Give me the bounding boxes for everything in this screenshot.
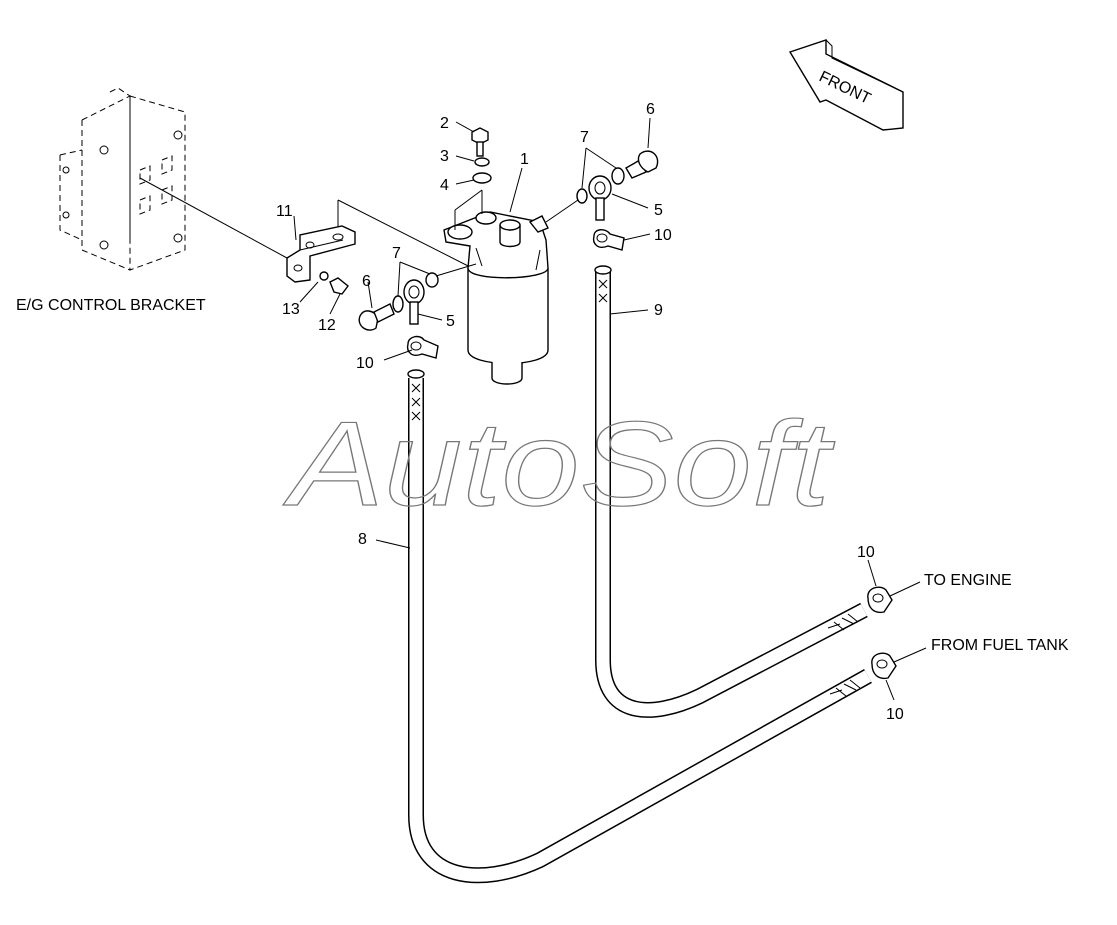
small-washer [474,157,490,167]
part-label-3: 3 [440,148,449,165]
right-oring-1 [576,188,588,204]
left-oring-2 [425,272,439,288]
fuel-filter-assembly [443,211,549,385]
part-label-10-right: 10 [654,227,672,244]
front-arrow: FRONT [788,39,904,131]
part-label-7-right: 7 [580,129,589,146]
left-eye-fitting [403,279,425,325]
from-fuel-tank-caption: FROM FUEL TANK [931,637,1069,654]
eg-control-bracket-caption: E/G CONTROL BRACKET [16,297,206,314]
mounting-bracket [286,225,356,283]
part-label-12: 12 [318,317,336,334]
tank-side-clamp [871,652,897,680]
right-eye-bolt [625,150,659,179]
part-label-13: 13 [282,301,300,318]
right-oring-2 [611,167,625,185]
part-label-4: 4 [440,177,449,194]
part-label-10-left: 10 [356,355,374,372]
part-label-6-left: 6 [362,273,371,290]
part-label-10-tank: 10 [886,706,904,723]
fuel-hose-8 [407,369,872,884]
left-oring-1 [392,295,404,313]
part-label-5-right: 5 [654,202,663,219]
engine-side-clamp [867,586,893,614]
right-hose-clamp [592,229,625,251]
bracket-bolt [319,271,349,295]
part-label-10-engine: 10 [857,544,875,561]
large-washer [472,172,492,184]
part-label-11: 11 [276,203,293,220]
filter-mounting-bolt [471,127,489,157]
part-label-7-left: 7 [392,245,401,262]
fuel-hose-9 [594,265,868,718]
part-label-8: 8 [358,531,367,548]
part-label-9: 9 [654,302,663,319]
eg-control-bracket-outline [59,87,186,271]
left-eye-bolt [358,303,395,331]
right-eye-fitting [588,175,612,221]
part-label-6-right: 6 [646,101,655,118]
part-label-5-left: 5 [446,313,455,330]
part-label-1: 1 [520,151,529,168]
left-hose-clamp [406,335,439,359]
part-label-2: 2 [440,115,449,132]
autosoft-watermark: AutoSoft [283,397,836,531]
to-engine-caption: TO ENGINE [924,572,1012,589]
